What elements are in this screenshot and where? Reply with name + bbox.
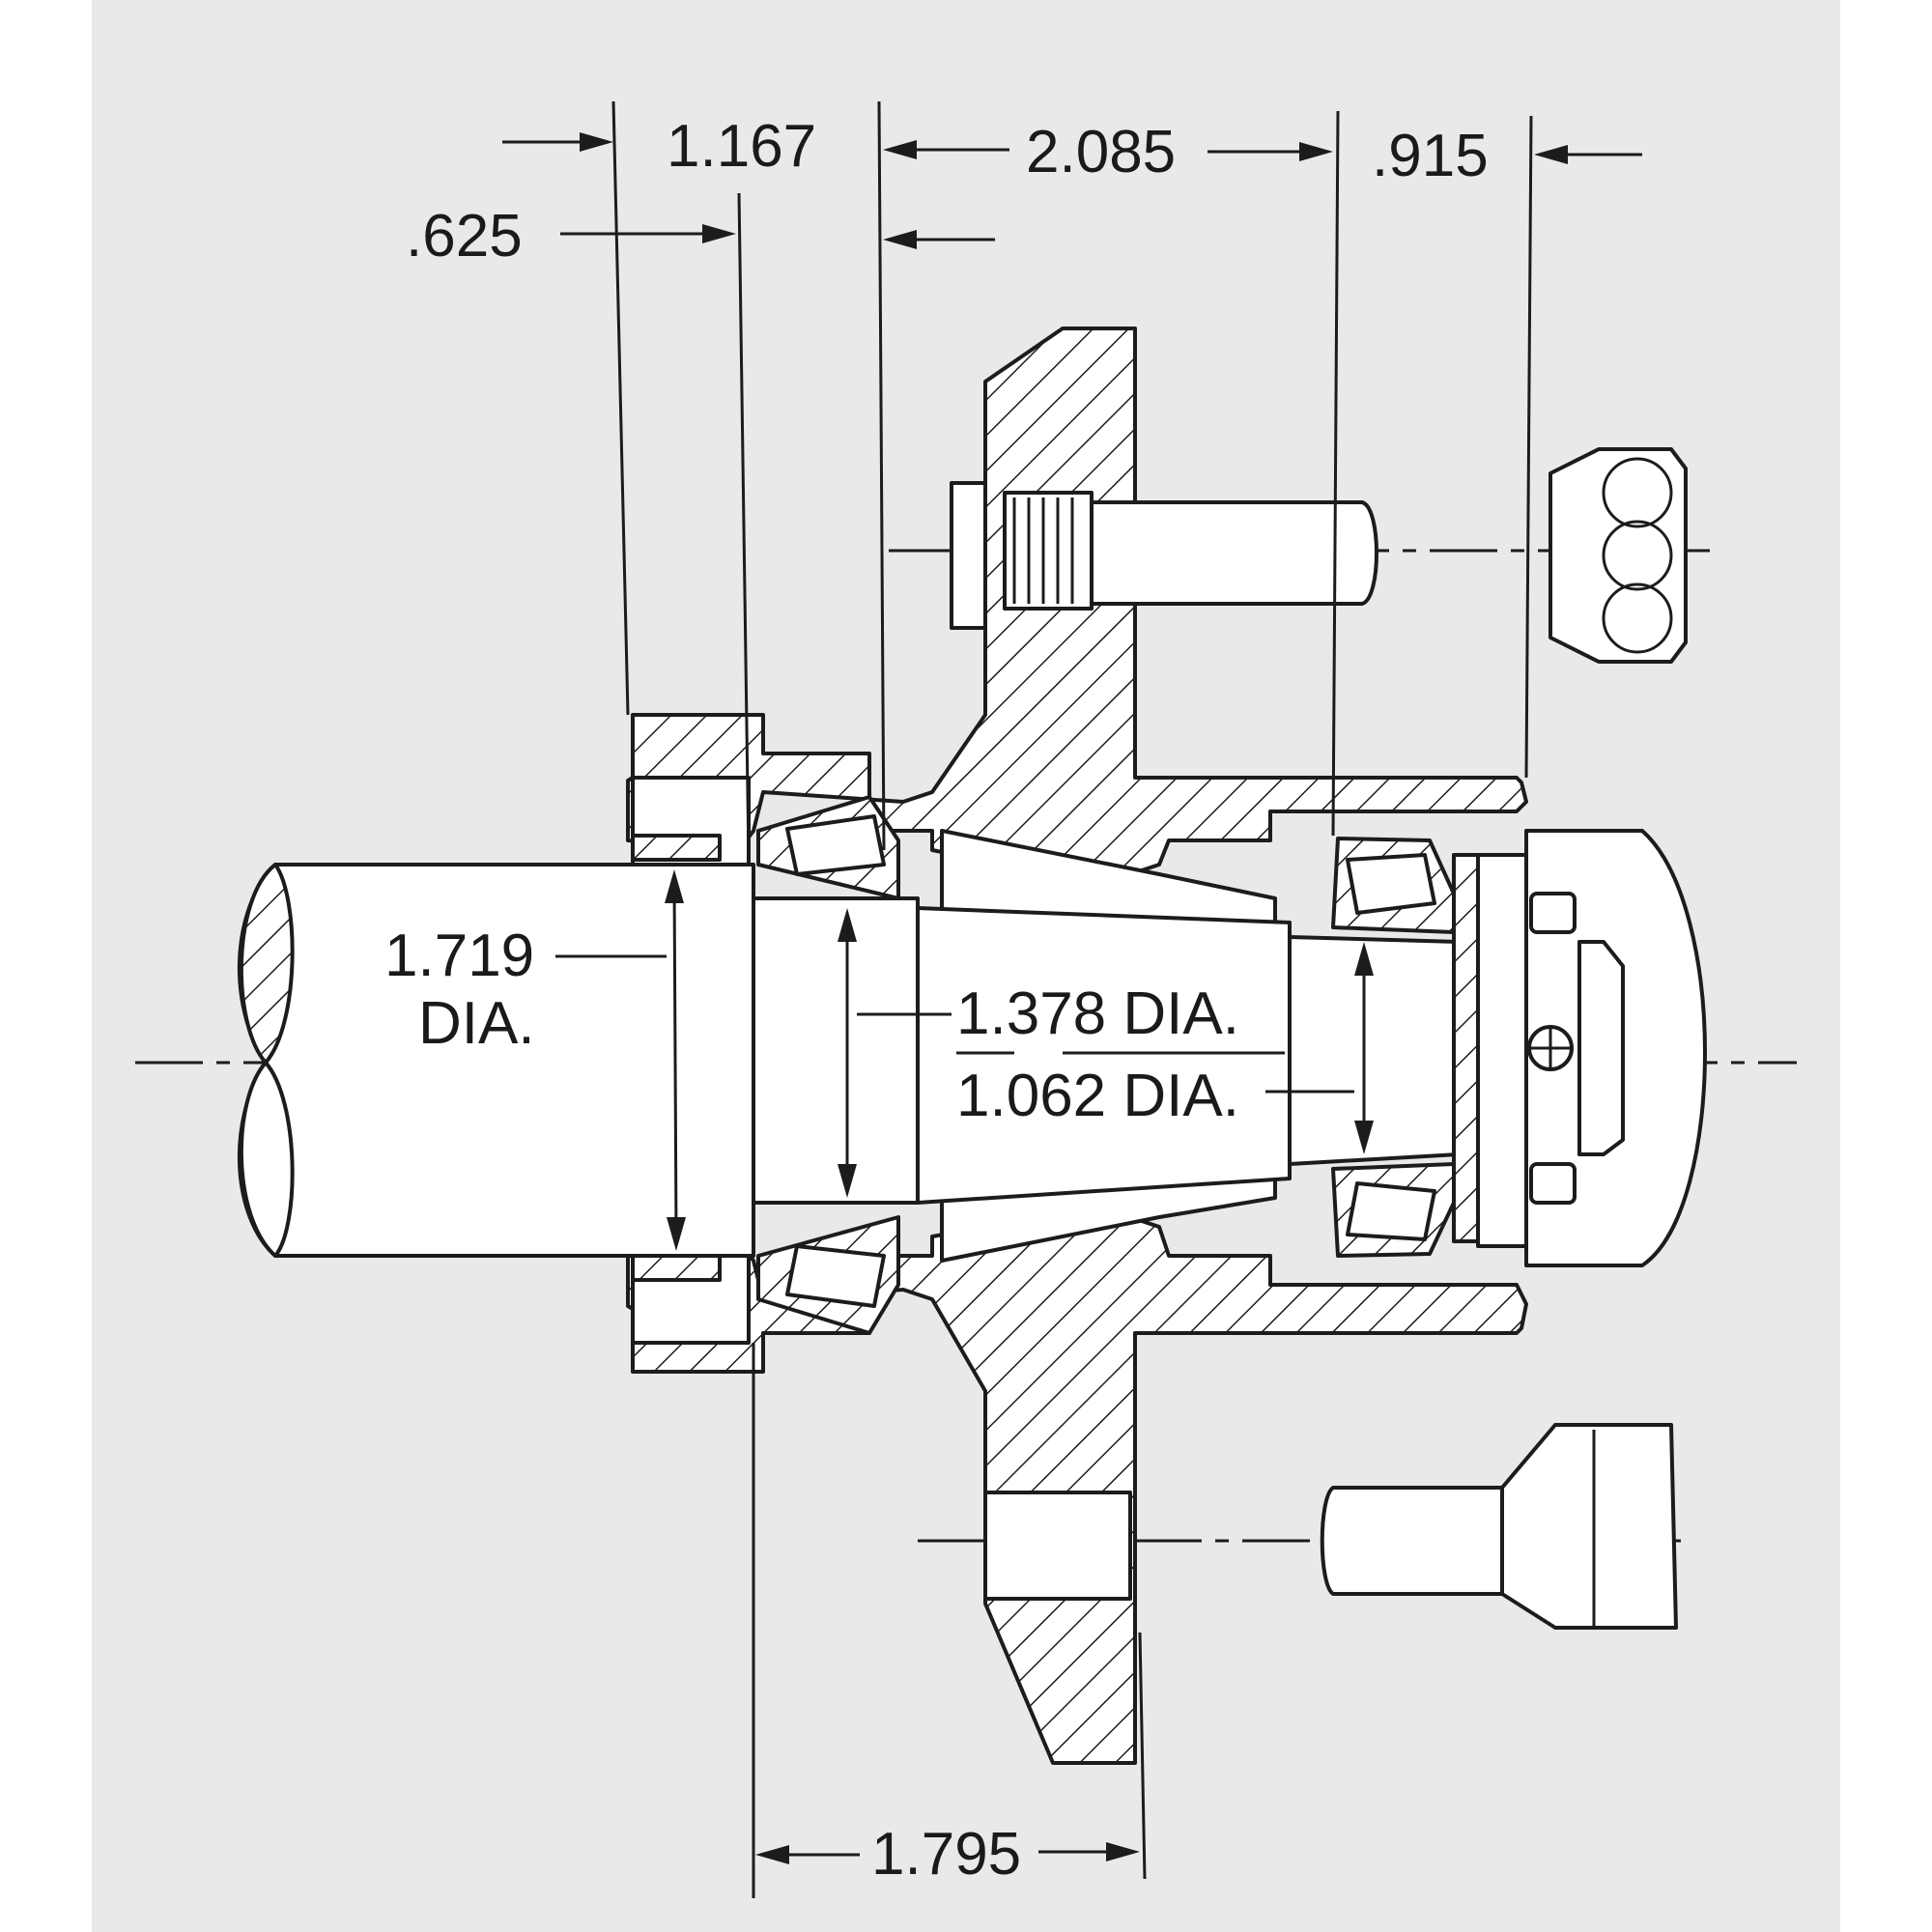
lug-nut-bottom bbox=[1500, 1423, 1678, 1630]
spindle-end bbox=[1288, 935, 1461, 1166]
dimension-2085 bbox=[883, 140, 1333, 249]
stud-knurl-top bbox=[1003, 491, 1094, 611]
dim-label-1719: 1.719 bbox=[384, 923, 534, 989]
outer-bearing-roller-top bbox=[1346, 853, 1436, 915]
dimension-1378 bbox=[838, 908, 1285, 1198]
stud-shank-bottom bbox=[1320, 1486, 1504, 1596]
dim-label-2085: 2.085 bbox=[1026, 119, 1176, 185]
nut-slot-bottom bbox=[1529, 1162, 1577, 1205]
outer-bearing-roller-bottom bbox=[1346, 1181, 1436, 1241]
axle-section-lower bbox=[239, 1061, 295, 1258]
stud-head-top bbox=[950, 481, 987, 630]
grease-seal-lip-top bbox=[631, 834, 722, 862]
spindle-washer bbox=[1452, 853, 1480, 1243]
dim-label-1795: 1.795 bbox=[871, 1821, 1021, 1888]
retainer-clip bbox=[1577, 940, 1625, 1156]
dimension-1062 bbox=[1265, 942, 1374, 1154]
inner-bearing-roller-bottom bbox=[785, 1244, 886, 1308]
nut-slot-top bbox=[1529, 892, 1577, 934]
dimension-1795 bbox=[755, 1842, 1140, 1864]
dim-label-915: .915 bbox=[1372, 123, 1489, 189]
spindle-inner bbox=[752, 896, 920, 1205]
dim-label-1167: 1.167 bbox=[667, 113, 816, 180]
dimension-625 bbox=[502, 132, 736, 243]
dim-label-625: .625 bbox=[406, 203, 523, 270]
inner-bearing-roller-top bbox=[785, 814, 886, 876]
dimension-1719 bbox=[555, 869, 686, 1251]
spindle-taper bbox=[916, 906, 1292, 1205]
lug-nut-top bbox=[1548, 447, 1688, 664]
stud-knurl-lines bbox=[1012, 497, 1074, 604]
dim-label-1378: 1.378 DIA. bbox=[956, 980, 1239, 1047]
lug-nut-face-top bbox=[1602, 457, 1673, 528]
grease-seal-lip-bottom bbox=[631, 1254, 722, 1282]
dim-label-1062: 1.062 DIA. bbox=[956, 1063, 1239, 1129]
extension-lines bbox=[611, 100, 1533, 1898]
dim-label-1719-dia: DIA. bbox=[418, 990, 535, 1057]
stud-shank-top bbox=[1090, 500, 1378, 606]
dimension-915 bbox=[1534, 145, 1642, 164]
stud-hole-bottom bbox=[983, 1491, 1132, 1601]
